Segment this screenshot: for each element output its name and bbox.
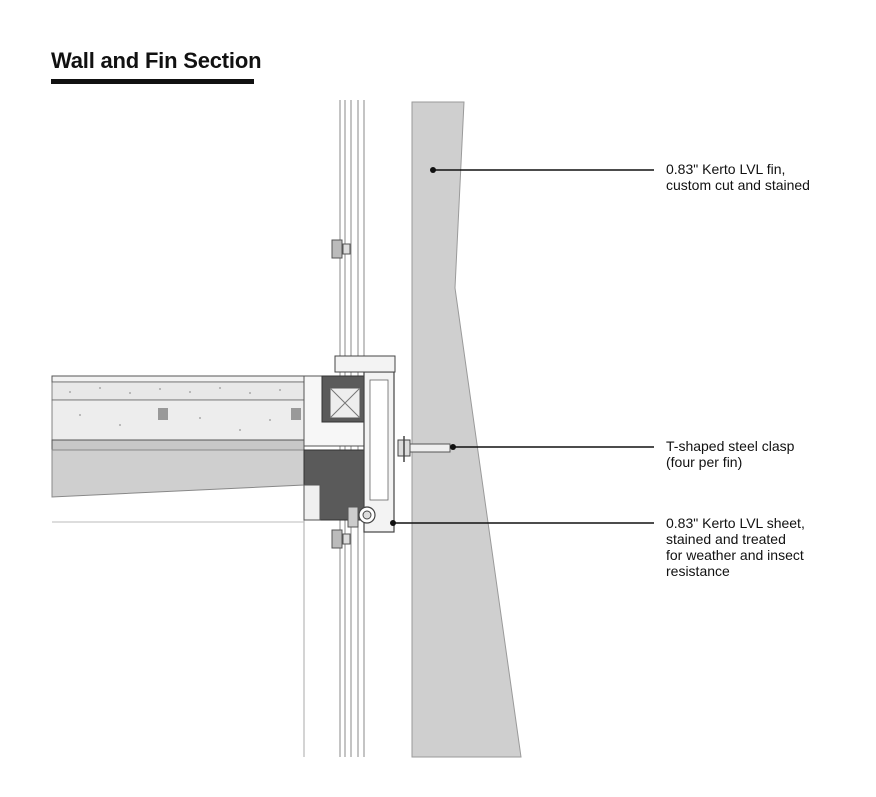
label-fin-line-2: custom cut and stained	[666, 177, 810, 193]
label-sheet-line-2: stained and treated	[666, 531, 786, 547]
leader-sheet	[390, 520, 654, 526]
label-clasp: T-shaped steel clasp (four per fin)	[666, 438, 794, 470]
lvl-fin	[411, 101, 522, 758]
label-sheet-line-4: resistance	[666, 563, 730, 579]
label-fin: 0.83" Kerto LVL fin, custom cut and stai…	[666, 161, 810, 193]
label-clasp-line-2: (four per fin)	[666, 454, 743, 470]
leader-fin	[430, 167, 654, 173]
label-sheet-line-1: 0.83" Kerto LVL sheet,	[666, 515, 805, 531]
label-fin-line-1: 0.83" Kerto LVL fin,	[666, 161, 786, 177]
edge-beam	[303, 355, 396, 533]
label-sheet: 0.83" Kerto LVL sheet, stained and treat…	[666, 515, 805, 579]
steel-clasp	[397, 436, 451, 462]
title-underline	[51, 79, 254, 84]
glazing-clip-lower	[331, 529, 351, 549]
label-clasp-line-1: T-shaped steel clasp	[666, 438, 795, 454]
glazing-clip-upper	[331, 239, 351, 259]
leader-clasp	[450, 444, 654, 450]
page-title: Wall and Fin Section	[51, 48, 262, 73]
label-sheet-line-3: for weather and insect	[666, 547, 804, 563]
floor-assembly	[51, 375, 305, 523]
